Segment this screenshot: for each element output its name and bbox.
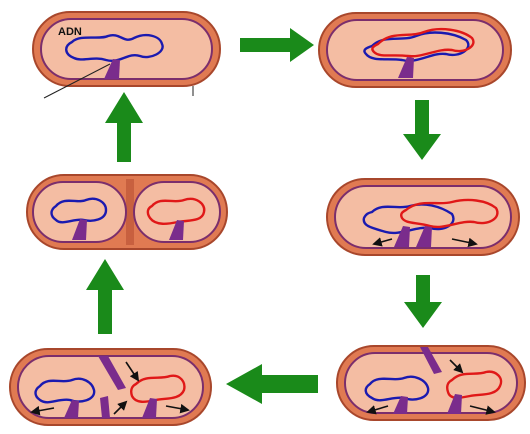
cell-stage-3: [327, 179, 519, 255]
arrow-up-icon: [86, 259, 124, 334]
arrow-down-icon: [404, 275, 442, 328]
arrow-up-icon: [105, 92, 143, 162]
dna-label: ADN: [58, 26, 82, 38]
cell-stage-4: [337, 346, 525, 420]
cell-membrane: [327, 20, 503, 80]
septum: [126, 179, 134, 245]
arrow-down-icon: [403, 100, 441, 160]
cell-stage-1: ADN: [33, 12, 220, 98]
arrow-right-icon: [240, 28, 314, 62]
arrow-left-icon: [226, 364, 318, 404]
cell-stage-5: [10, 349, 211, 425]
cell-stage-6: [27, 175, 227, 249]
cell-stage-2: [319, 13, 511, 87]
